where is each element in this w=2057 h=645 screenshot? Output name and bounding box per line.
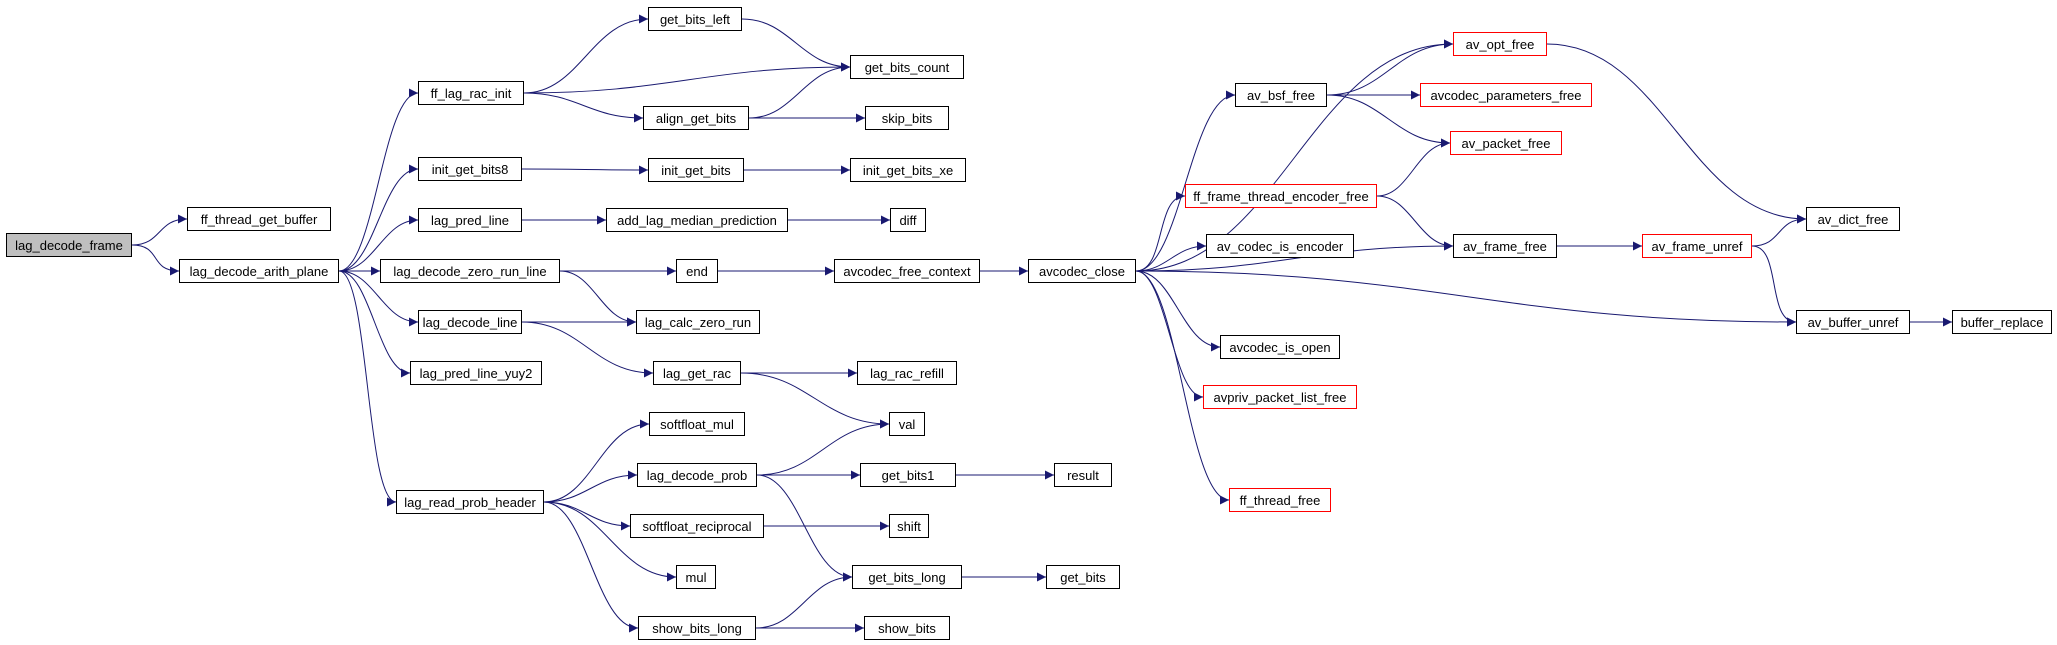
edge-av-frame-unref-to-av-buffer-unref (1751, 245, 1797, 327)
node-end[interactable]: end (676, 259, 718, 283)
node-lag-decode-prob[interactable]: lag_decode_prob (637, 463, 757, 487)
node-result[interactable]: result (1054, 463, 1112, 487)
node-lag-pred-line[interactable]: lag_pred_line (418, 208, 522, 232)
edge-av-frame-unref-to-av-dict-free (1751, 214, 1807, 247)
edge-lag-decode-arith-plane-to-ff-lag-rac-init (338, 88, 419, 272)
node-val[interactable]: val (889, 412, 925, 436)
edge-avcodec-close-to-av-frame-free (1135, 241, 1454, 272)
node-av-frame-unref[interactable]: av_frame_unref (1642, 234, 1752, 258)
node-ff-frame-thread-encoder-free[interactable]: ff_frame_thread_encoder_free (1185, 184, 1377, 208)
edge-init-get-bits8-to-init-get-bits (521, 165, 649, 175)
edge-lag-decode-frame-to-ff-thread-get-buffer (131, 214, 188, 246)
node-init-get-bits[interactable]: init_get_bits (648, 158, 744, 182)
node-lag-calc-zero-run[interactable]: lag_calc_zero_run (636, 310, 760, 334)
edge-av-bsf-free-to-av-packet-free (1326, 94, 1451, 148)
node-av-codec-is-encoder[interactable]: av_codec_is_encoder (1206, 234, 1354, 258)
node-softfloat-reciprocal[interactable]: softfloat_reciprocal (630, 514, 764, 538)
node-av-bsf-free[interactable]: av_bsf_free (1235, 83, 1327, 107)
edge-avcodec-close-to-av-buffer-unref (1135, 270, 1797, 327)
node-lag-decode-line[interactable]: lag_decode_line (418, 310, 522, 334)
edge-avcodec-close-to-ff-frame-thread-encoder-free (1135, 191, 1186, 272)
edge-lag-get-rac-to-val (740, 372, 890, 429)
edge-lag-decode-line-to-lag-get-rac (521, 321, 654, 378)
edge-av-opt-free-to-av-dict-free (1546, 43, 1807, 224)
edge-avcodec-close-to-avpriv-packet-list-free (1135, 270, 1204, 402)
node-av-opt-free[interactable]: av_opt_free (1453, 32, 1547, 56)
edge-lag-read-prob-header-to-softfloat-reciprocal (543, 501, 631, 531)
node-lag-read-prob-header[interactable]: lag_read_prob_header (396, 490, 544, 514)
node-show-bits-long[interactable]: show_bits_long (638, 616, 756, 640)
edge-lag-decode-prob-to-val (756, 419, 890, 476)
node-avcodec-close[interactable]: avcodec_close (1028, 259, 1136, 283)
edge-ff-lag-rac-init-to-align-get-bits (523, 92, 644, 123)
node-av-frame-free[interactable]: av_frame_free (1453, 234, 1557, 258)
node-av-packet-free[interactable]: av_packet_free (1450, 131, 1562, 155)
node-av-dict-free[interactable]: av_dict_free (1806, 207, 1900, 231)
edge-lag-read-prob-header-to-softfloat-mul (543, 419, 650, 503)
edge-av-bsf-free-to-av-opt-free (1326, 39, 1454, 96)
edge-avcodec-close-to-ff-thread-free (1135, 270, 1230, 505)
edge-lag-read-prob-header-to-show-bits-long (543, 501, 639, 633)
node-av-buffer-unref[interactable]: av_buffer_unref (1796, 310, 1910, 334)
edge-avcodec-close-to-av-opt-free (1135, 39, 1454, 272)
node-ff-lag-rac-init[interactable]: ff_lag_rac_init (418, 81, 524, 105)
edge-lag-decode-arith-plane-to-lag-decode-line (338, 270, 419, 327)
node-get-bits-count[interactable]: get_bits_count (850, 55, 964, 79)
edge-ff-lag-rac-init-to-get-bits-left (523, 14, 649, 94)
edge-show-bits-long-to-get-bits-long (755, 572, 853, 629)
node-lag-decode-frame: lag_decode_frame (6, 233, 132, 257)
edge-lag-read-prob-header-to-lag-decode-prob (543, 470, 638, 503)
node-show-bits[interactable]: show_bits (864, 616, 950, 640)
node-lag-decode-zero-run-line[interactable]: lag_decode_zero_run_line (380, 259, 560, 283)
node-lag-get-rac[interactable]: lag_get_rac (653, 361, 741, 385)
node-avcodec-is-open[interactable]: avcodec_is_open (1220, 335, 1340, 359)
edge-lag-decode-arith-plane-to-lag-pred-line-yuy2 (338, 270, 411, 378)
node-ff-thread-free[interactable]: ff_thread_free (1229, 488, 1331, 512)
node-init-get-bits8[interactable]: init_get_bits8 (418, 157, 522, 181)
node-get-bits1[interactable]: get_bits1 (860, 463, 956, 487)
edge-align-get-bits-to-get-bits-count (748, 62, 851, 119)
node-ff-thread-get-buffer[interactable]: ff_thread_get_buffer (187, 207, 331, 231)
edge-avcodec-close-to-avcodec-is-open (1135, 270, 1221, 352)
edge-lag-decode-arith-plane-to-init-get-bits8 (338, 164, 419, 272)
edge-avcodec-close-to-av-codec-is-encoder (1135, 241, 1207, 272)
node-shift[interactable]: shift (889, 514, 929, 538)
node-init-get-bits-xe[interactable]: init_get_bits_xe (850, 158, 966, 182)
edge-avcodec-close-to-av-bsf-free (1135, 90, 1236, 272)
node-lag-rac-refill[interactable]: lag_rac_refill (857, 361, 957, 385)
edge-lag-decode-zero-run-line-to-lag-calc-zero-run (559, 270, 637, 327)
node-avpriv-packet-list-free[interactable]: avpriv_packet_list_free (1203, 385, 1357, 409)
node-skip-bits[interactable]: skip_bits (865, 106, 949, 130)
edge-lag-read-prob-header-to-mul (543, 501, 677, 582)
edge-ff-frame-thread-encoder-free-to-av-packet-free (1376, 138, 1451, 197)
node-diff[interactable]: diff (890, 208, 926, 232)
edge-lag-decode-arith-plane-to-lag-pred-line (338, 215, 419, 272)
node-avcodec-parameters-free[interactable]: avcodec_parameters_free (1420, 83, 1592, 107)
edge-lag-decode-arith-plane-to-lag-read-prob-header (338, 270, 397, 507)
node-buffer-replace[interactable]: buffer_replace (1952, 310, 2052, 334)
edge-ff-frame-thread-encoder-free-to-av-frame-free (1376, 195, 1454, 251)
node-mul[interactable]: mul (676, 565, 716, 589)
node-align-get-bits[interactable]: align_get_bits (643, 106, 749, 130)
node-get-bits[interactable]: get_bits (1046, 565, 1120, 589)
edge-lag-decode-frame-to-lag-decode-arith-plane (131, 244, 180, 276)
node-lag-pred-line-yuy2[interactable]: lag_pred_line_yuy2 (410, 361, 542, 385)
node-add-lag-median-prediction[interactable]: add_lag_median_prediction (606, 208, 788, 232)
node-get-bits-long[interactable]: get_bits_long (852, 565, 962, 589)
edge-get-bits-left-to-get-bits-count (741, 18, 851, 72)
node-lag-decode-arith-plane[interactable]: lag_decode_arith_plane (179, 259, 339, 283)
edge-ff-lag-rac-init-to-get-bits-count (523, 62, 851, 94)
node-softfloat-mul[interactable]: softfloat_mul (649, 412, 745, 436)
node-avcodec-free-context[interactable]: avcodec_free_context (834, 259, 980, 283)
node-get-bits-left[interactable]: get_bits_left (648, 7, 742, 31)
